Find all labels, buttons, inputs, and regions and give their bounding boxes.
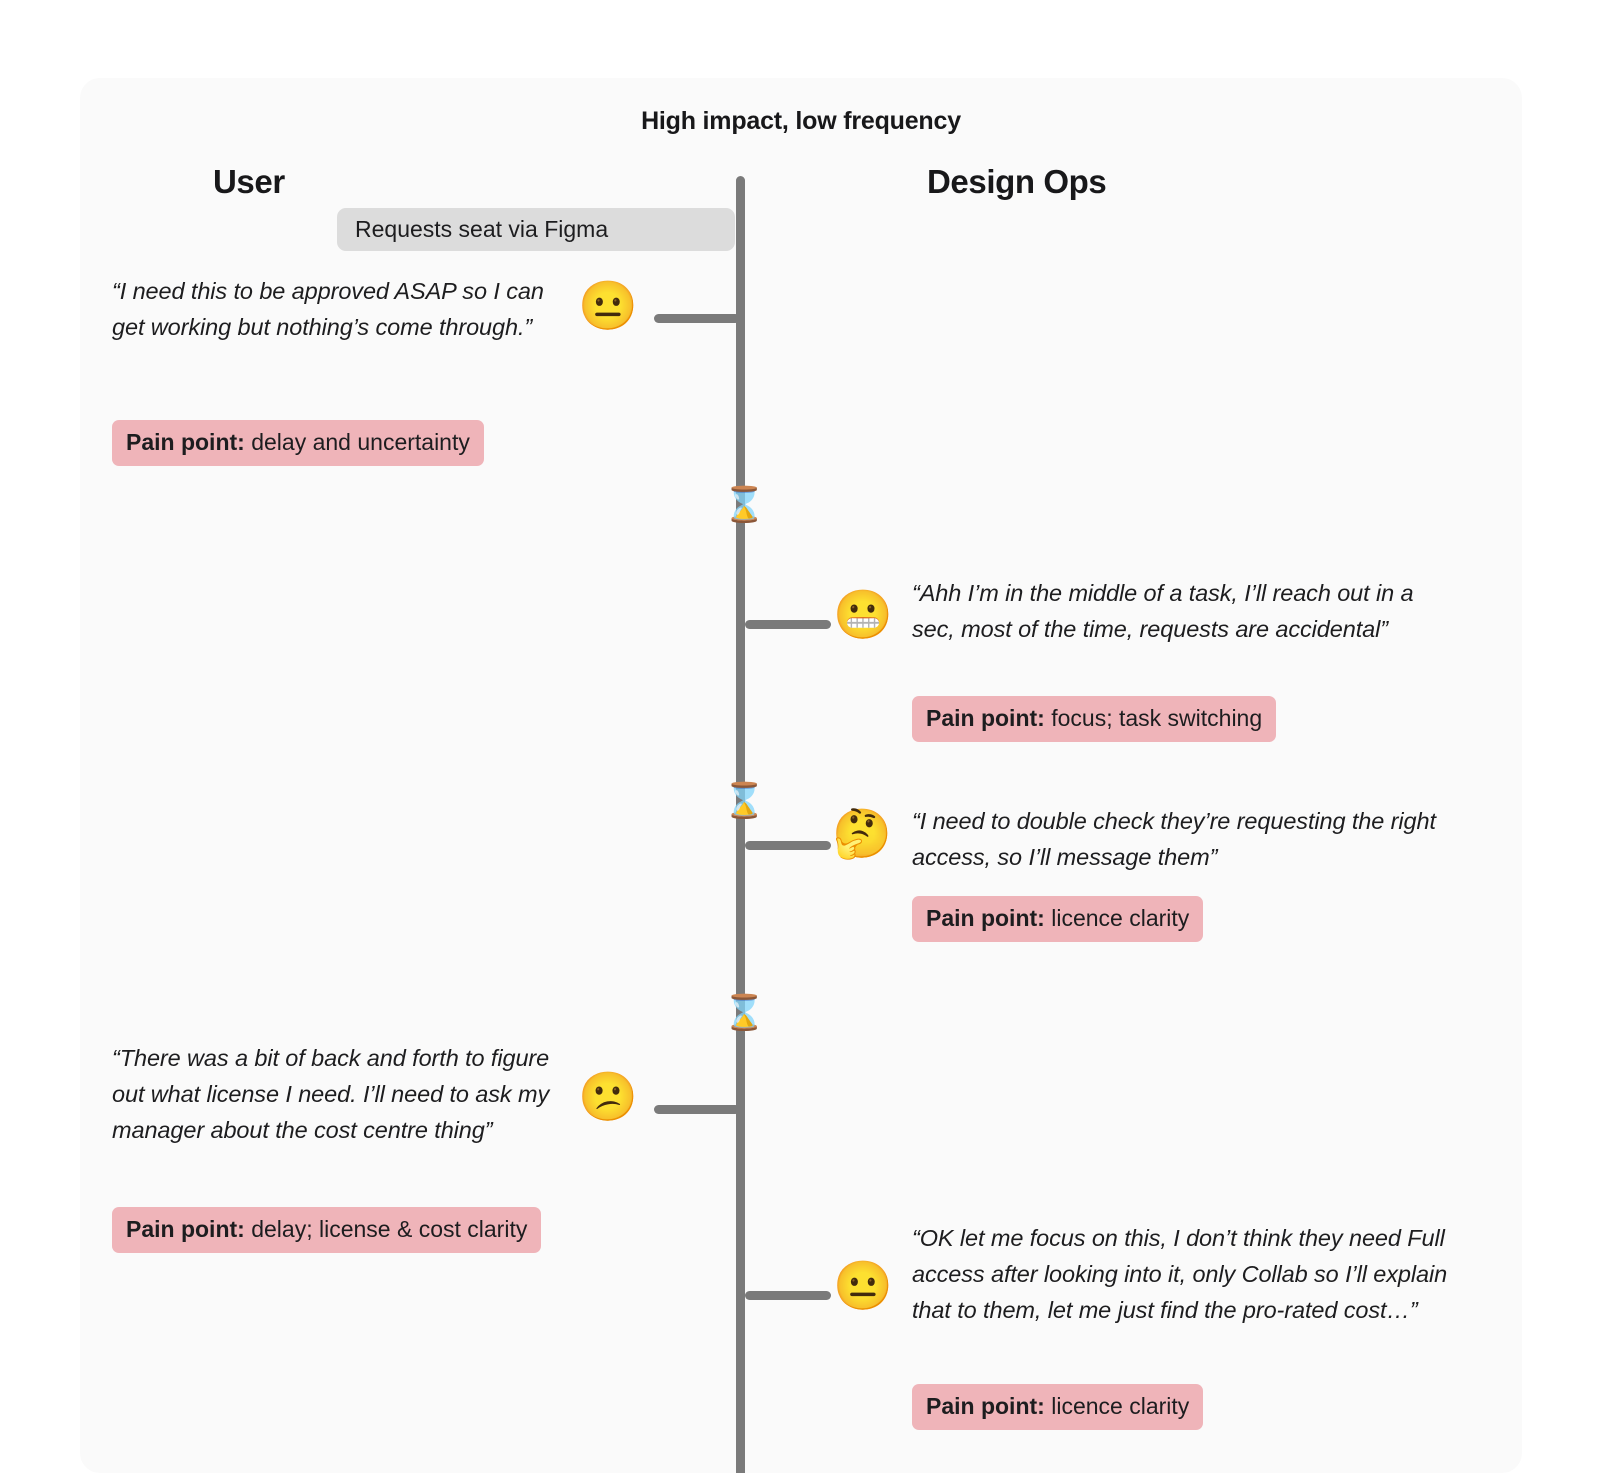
neutral-face-emoji: 😐 <box>833 1260 893 1313</box>
connector-line <box>654 314 740 323</box>
confused-face-emoji: 😕 <box>578 1071 638 1124</box>
pain-point-badge: Pain point: licence clarity <box>912 1384 1204 1430</box>
pain-point-badge: Pain point: focus; task switching <box>912 696 1277 742</box>
hourglass-icon: ⌛ <box>723 782 766 820</box>
thinking-face-emoji: 🤔 <box>832 808 892 861</box>
entry-quote: “There was a bit of back and forth to fi… <box>112 1045 550 1143</box>
journey-map-card: High impact, low frequency User Design O… <box>80 78 1522 1473</box>
entry-quote: “OK let me focus on this, I don’t think … <box>912 1225 1448 1323</box>
hourglass-icon: ⌛ <box>723 486 766 524</box>
pain-point-text: delay; license & cost clarity <box>251 1216 528 1242</box>
pain-point-text: licence clarity <box>1051 905 1190 931</box>
pain-point-text: delay and uncertainty <box>251 429 470 455</box>
pain-point-label: Pain point: <box>126 429 245 455</box>
hourglass-icon: ⌛ <box>723 994 766 1032</box>
timeline-spine <box>736 176 745 1473</box>
pain-point-badge: Pain point: delay and uncertainty <box>112 420 484 466</box>
lane-title-user: User <box>213 163 285 200</box>
pain-point-label: Pain point: <box>926 1393 1045 1419</box>
connector-line <box>745 1291 831 1300</box>
page-title: High impact, low frequency <box>641 107 961 135</box>
entry-quote: “I need to double check they’re requesti… <box>912 808 1436 870</box>
entry-quote: “I need this to be approved ASAP so I ca… <box>112 278 544 340</box>
neutral-face-emoji: 😐 <box>578 280 638 333</box>
connector-line <box>745 620 831 629</box>
grimacing-face-emoji: 😬 <box>833 589 893 642</box>
pain-point-label: Pain point: <box>926 705 1045 731</box>
pain-point-badge: Pain point: delay; license & cost clarit… <box>112 1207 542 1253</box>
lane-title-design-ops: Design Ops <box>927 163 1107 200</box>
pain-point-text: licence clarity <box>1051 1393 1190 1419</box>
connector-line <box>745 841 831 850</box>
pain-point-text: focus; task switching <box>1051 705 1263 731</box>
pain-point-label: Pain point: <box>126 1216 245 1242</box>
pain-point-label: Pain point: <box>926 905 1045 931</box>
entry-quote: “Ahh I’m in the middle of a task, I’ll r… <box>912 580 1414 642</box>
connector-line <box>654 1105 740 1114</box>
pain-point-badge: Pain point: licence clarity <box>912 896 1204 942</box>
step-chip-requests-seat[interactable]: Requests seat via Figma <box>337 208 735 251</box>
